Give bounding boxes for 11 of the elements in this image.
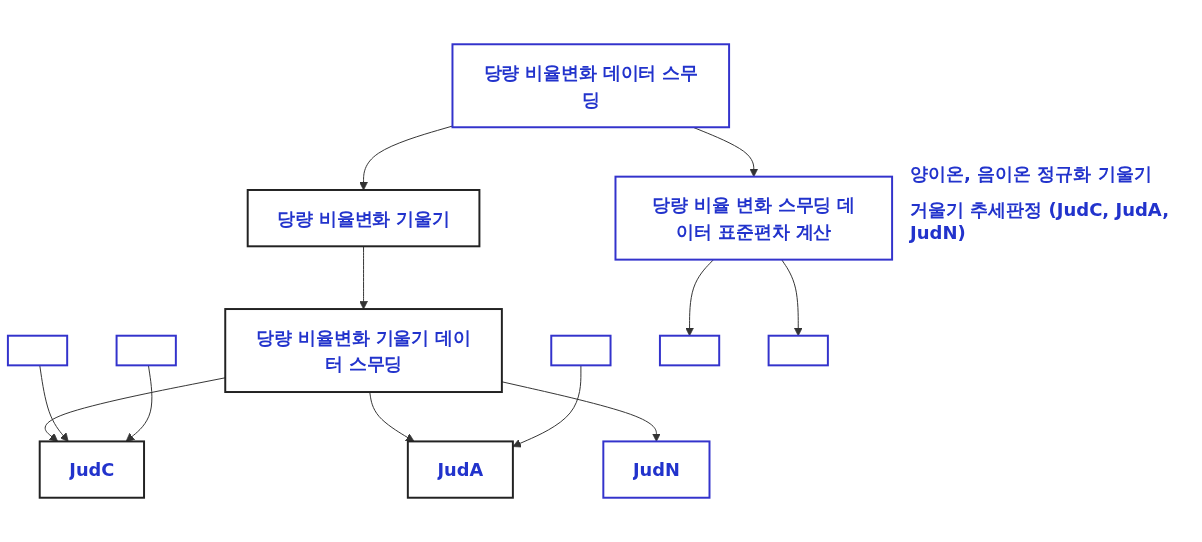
node-box: 당량 비율변화 데이터 스무딩 [451, 43, 731, 129]
node-box: 당량 비율 변화 스무딩 데이터 표준편차 계산 [614, 175, 894, 261]
node-box [550, 334, 612, 367]
node-box: 당량 비율변화 기울기 데이터 스무딩 [224, 308, 503, 393]
annotation-text: 거울기 추세판정 (JudC, JudA, JudN) [910, 198, 1170, 243]
node-box [658, 334, 721, 367]
node-box [767, 334, 829, 367]
annotation-text: 양이온, 음이온 정규화 기울기 [910, 162, 1153, 186]
node-box [115, 334, 177, 367]
node-box: 당량 비율변화 기울기 [246, 189, 481, 248]
node-box [6, 334, 69, 367]
